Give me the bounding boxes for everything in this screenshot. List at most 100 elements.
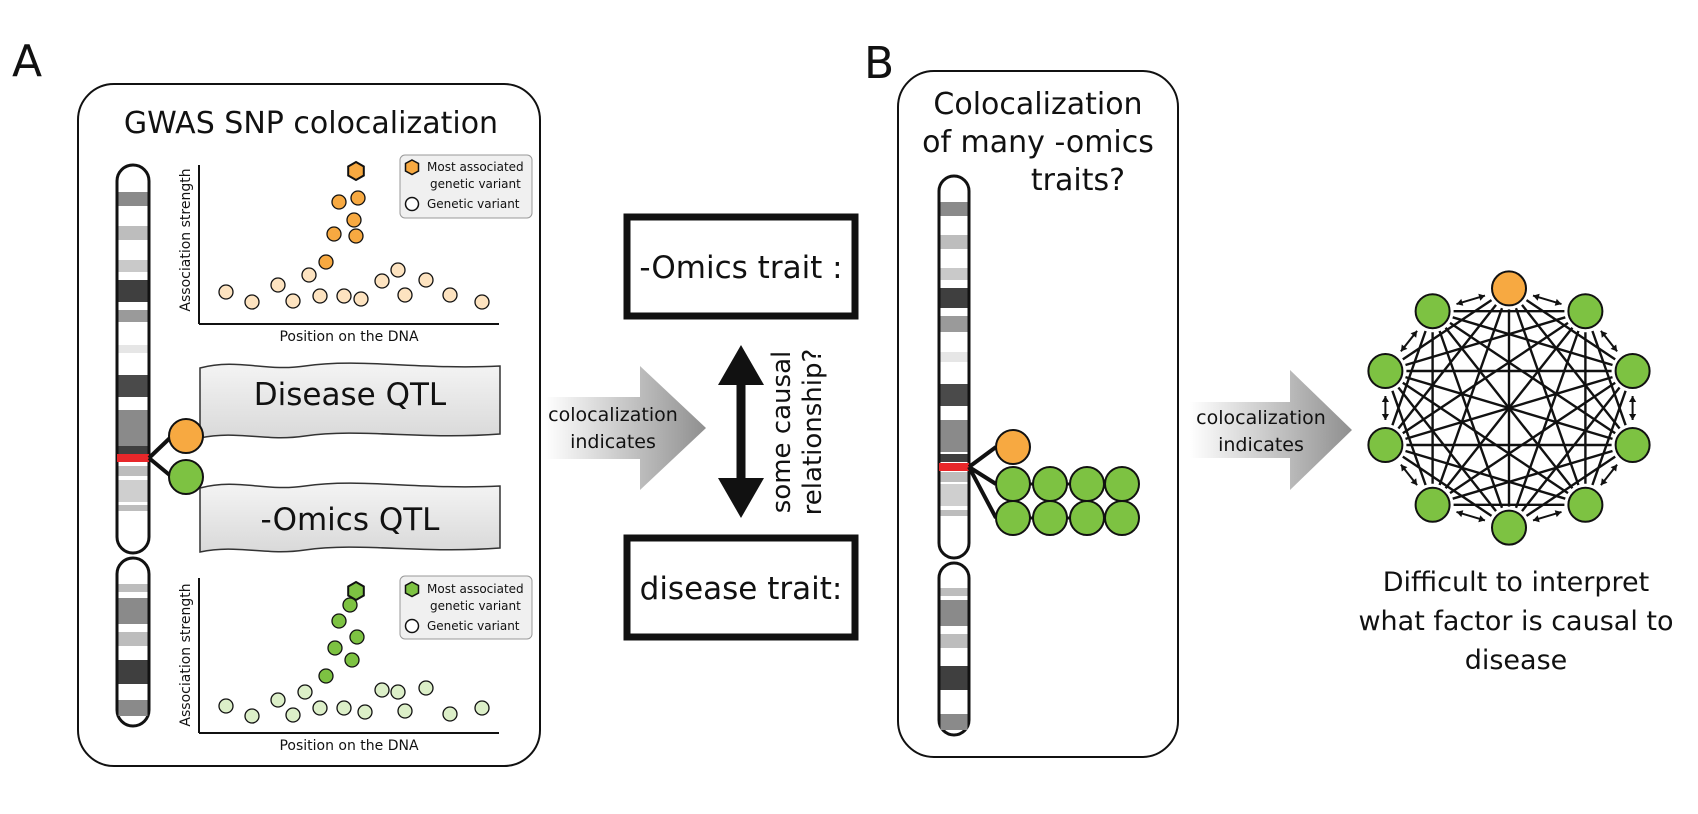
colocalization-arrow-1: colocalization indicates [545, 366, 706, 490]
arrow-2-line1: colocalization [1196, 407, 1326, 429]
top-legend-lead-line1: Most associated [427, 160, 524, 174]
genetic-variant-point [353, 291, 369, 307]
panel-b-box [897, 70, 1179, 758]
chromosome-band [940, 268, 968, 280]
conclusion-line3: disease [1465, 645, 1568, 676]
panel-b-letter: B [864, 38, 894, 89]
legend-hexagon-icon [404, 159, 420, 176]
bottom-legend-lead-line1: Most associated [427, 582, 524, 596]
arrowhead-icon [1381, 396, 1389, 402]
chromosome-band [940, 454, 968, 462]
chromosome-band [118, 584, 148, 592]
omics-node [1104, 466, 1140, 502]
network-edge [1402, 381, 1569, 495]
genetic-variant-point [312, 700, 328, 716]
snp-marker-a [117, 454, 149, 462]
arrowhead-icon [1629, 396, 1637, 402]
genetic-variant-point [244, 294, 260, 310]
chromosome-band [940, 714, 968, 730]
legend-circle-icon [404, 618, 420, 634]
arrow-down-icon [718, 478, 764, 518]
genetic-variant-point [418, 680, 434, 696]
arrowhead-icon [1456, 510, 1464, 518]
genetic-variant-point [390, 262, 406, 278]
chromosome-band [118, 192, 148, 206]
chromosome-band [940, 588, 968, 596]
network-omics-node [1414, 293, 1451, 330]
genetic-variant-point [331, 613, 347, 629]
network-edge [1438, 330, 1504, 509]
genetic-variant-point [244, 708, 260, 724]
network-omics-node [1367, 353, 1404, 389]
arrowhead-icon [1400, 344, 1408, 352]
chromosome-band [940, 484, 968, 506]
arrowhead-icon [1478, 293, 1485, 301]
network-omics-node [1414, 486, 1451, 523]
top-plot-xlabel: Position on the DNA [279, 329, 419, 345]
omics-trait-box [623, 213, 859, 320]
network-edge [1449, 321, 1616, 435]
genetic-variant-point [331, 194, 347, 210]
relationship-line2: relationship? [798, 349, 828, 516]
chromosome-band [118, 310, 148, 322]
arrowhead-icon [1610, 464, 1618, 472]
chromosome-b-bands [940, 202, 968, 730]
chromosome-band [118, 226, 148, 240]
omics-node [1069, 466, 1105, 502]
genetic-variant-point [270, 277, 286, 293]
causal-node-b [995, 429, 1031, 465]
chromosome-band [118, 466, 148, 476]
omics-qtl-node [168, 459, 204, 495]
arrow-2-line2: indicates [1218, 434, 1304, 456]
chromosome-band [118, 260, 148, 272]
top-plot-points [218, 160, 490, 310]
legend-circle-icon [404, 196, 420, 212]
chromosome-band [118, 446, 148, 454]
genetic-variant-point [336, 288, 352, 304]
genetic-variant-point [318, 254, 334, 270]
relationship-line1: some causal [767, 351, 797, 513]
omics-node [1069, 500, 1105, 536]
genetic-variant-point [350, 190, 366, 206]
network-omics-node [1567, 486, 1604, 523]
panel-a-title: GWAS SNP colocalization [124, 106, 498, 141]
top-plot-ylabel: Association strength [178, 168, 194, 311]
chromosome-a-bands [118, 192, 148, 716]
network-edge [1402, 455, 1493, 517]
causal-double-arrow [718, 345, 764, 518]
omics-qtl-label: -Omics QTL [261, 502, 441, 538]
genetic-variant-point [418, 272, 434, 288]
chromosome-band [118, 700, 148, 716]
genetic-variant-point [474, 294, 490, 310]
chromosome-band [118, 480, 148, 502]
arrow-1-line2: indicates [570, 431, 656, 453]
omics-node [995, 466, 1031, 502]
genetic-variant-point [301, 267, 317, 283]
genetic-variant-point [218, 698, 234, 714]
bottom-plot-xlabel: Position on the DNA [279, 738, 419, 754]
genetic-variant-point [342, 597, 358, 613]
arrowhead-icon [1600, 478, 1608, 486]
genetic-variant-point [374, 682, 390, 698]
genetic-variant-point [344, 652, 360, 668]
top-legend-variant: Genetic variant [427, 197, 520, 211]
chromosome-band [940, 634, 968, 648]
chromosome-band [940, 288, 968, 308]
arrowhead-icon [1400, 464, 1408, 472]
network-omics-node [1614, 427, 1651, 463]
genetic-variant-point [270, 692, 286, 708]
arrowhead-icon [1554, 298, 1562, 306]
chromosome-band [940, 384, 968, 406]
network-edge [1397, 386, 1497, 512]
panel-a-box [77, 83, 541, 767]
arrowhead-icon [1381, 414, 1389, 420]
omics-trait-nodes [995, 466, 1140, 536]
network-edge [1444, 326, 1574, 490]
bottom-legend-lead-line2: genetic variant [430, 599, 521, 613]
genetic-variant-point [285, 293, 301, 309]
top-legend-lead-line2: genetic variant [430, 177, 521, 191]
disease-qtl-label: Disease QTL [254, 377, 447, 413]
arrowhead-icon [1478, 515, 1485, 523]
arrowhead-icon [1533, 293, 1540, 301]
genetic-variant-point [326, 226, 342, 242]
